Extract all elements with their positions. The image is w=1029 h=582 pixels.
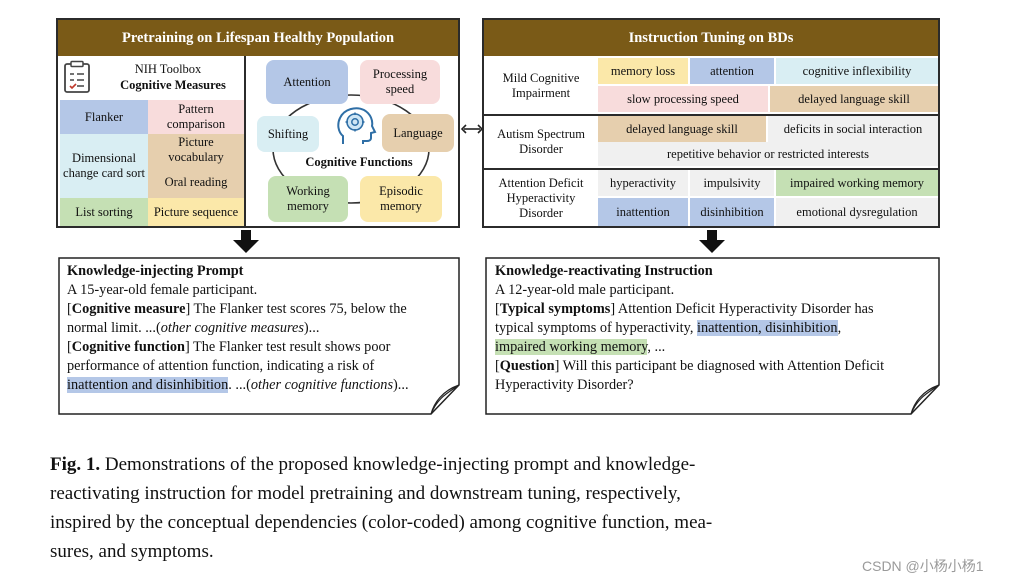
prompt-line: A 15-year-old female participant. <box>67 282 258 298</box>
measure-pattern-comparison: Pattern comparison <box>148 100 244 134</box>
prompt-line: [Cognitive function] The Flanker test re… <box>67 339 391 355</box>
symptom-cell: cognitive inflexibility <box>776 58 938 84</box>
highlight-inattention-disinhibition: inattention and disinhibition <box>67 377 229 393</box>
knowledge-injecting-prompt-box: Knowledge-injecting Prompt A 15-year-old… <box>58 257 460 415</box>
measure-list-sorting: List sorting <box>60 198 148 226</box>
prompt-line: [Cognitive measure] The Flanker test sco… <box>67 301 407 317</box>
instruction-line: [Typical symptoms] Attention Deficit Hyp… <box>495 301 874 317</box>
symptom-cell: emotional dysregulation <box>776 198 938 226</box>
down-arrow-icon <box>232 230 260 254</box>
panel-divider <box>244 56 246 228</box>
measure-picture-vocabulary: Picture vocabulary <box>148 134 244 166</box>
instruction-line: A 12-year-old male participant. <box>495 282 675 298</box>
caption-label: Fig. 1. <box>50 454 101 475</box>
watermark: CSDN @小杨小杨1 <box>862 558 984 574</box>
symptom-cell: impulsivity <box>690 170 774 196</box>
function-attention: Attention <box>266 60 348 104</box>
prompt-title: Knowledge-injecting Prompt <box>67 263 244 279</box>
highlight-impaired-working-memory: impaired working memory <box>495 339 648 355</box>
function-episodic-memory: Episodic memory <box>360 176 442 222</box>
prompt-line: inattention and disinhibition. ...(other… <box>67 377 409 393</box>
row-divider <box>484 114 938 116</box>
symptom-cell: hyperactivity <box>598 170 688 196</box>
cognitive-functions-label: Cognitive Functions <box>305 154 413 169</box>
figure-caption: Fig. 1. Demonstrations of the proposed k… <box>50 454 713 562</box>
measure-dccs: Dimensional change card sort <box>60 134 148 198</box>
instruction-title: Knowledge-reactivating Instruction <box>495 263 713 279</box>
function-language: Language <box>382 114 454 152</box>
prompt-line: normal limit. ...(other cognitive measur… <box>67 320 320 336</box>
instruction-line: Hyperactivity Disorder? <box>495 377 634 393</box>
symptom-cell: delayed language skill <box>598 116 766 142</box>
instruction-line: typical symptoms of hyperactivity, inatt… <box>495 320 842 336</box>
pretraining-header: Pretraining on Lifespan Healthy Populati… <box>58 20 458 56</box>
instruction-line: impaired working memory, ... <box>495 339 666 355</box>
down-arrow-icon <box>698 230 726 254</box>
symptom-cell: attention <box>690 58 774 84</box>
symptom-cell: impaired working memory <box>776 170 938 196</box>
pretraining-panel: Pretraining on Lifespan Healthy Populati… <box>56 18 460 228</box>
symptom-cell: disinhibition <box>690 198 774 226</box>
row-label-adhd: Attention Deficit Hyperactivity Disorder <box>498 175 584 220</box>
instruction-tuning-header: Instruction Tuning on BDs <box>484 20 938 56</box>
instruction-line: [Question] Will this participant be diag… <box>495 358 885 374</box>
highlight-inattention-disinhibition: inattention, disinhibition <box>696 320 838 336</box>
clipboard-icon <box>62 60 92 94</box>
measure-picture-sequence: Picture sequence <box>148 198 244 226</box>
toolbox-subtitle: Cognitive Measures <box>120 77 226 92</box>
prompt-line: performance of attention function, indic… <box>67 358 375 374</box>
measure-flanker: Flanker <box>60 100 148 134</box>
row-divider <box>484 168 938 170</box>
row-label-asd: Autism Spectrum Disorder <box>497 127 585 156</box>
symptom-cell: repetitive behavior or restricted intere… <box>598 142 938 166</box>
symptom-cell: slow processing speed <box>598 86 768 112</box>
toolbox-title: NIH Toolbox <box>134 61 202 76</box>
function-processing-speed: Processing speed <box>360 60 440 104</box>
knowledge-reactivating-instruction-box: Knowledge-reactivating Instruction A 12-… <box>485 257 940 415</box>
symptom-cell: delayed language skill <box>770 86 938 112</box>
symptom-cell: inattention <box>598 198 688 226</box>
instruction-tuning-panel: Instruction Tuning on BDs Mild Cognitive… <box>482 18 940 228</box>
function-shifting: Shifting <box>257 116 319 152</box>
symptom-cell: memory loss <box>598 58 688 84</box>
symptom-cell: deficits in social interaction <box>768 116 938 142</box>
row-label-mci: Mild Cognitive Impairment <box>502 71 580 100</box>
measure-oral-reading: Oral reading <box>148 166 244 198</box>
function-working-memory: Working memory <box>268 176 348 222</box>
double-arrow-icon <box>460 122 484 136</box>
brain-head-icon <box>334 104 378 148</box>
